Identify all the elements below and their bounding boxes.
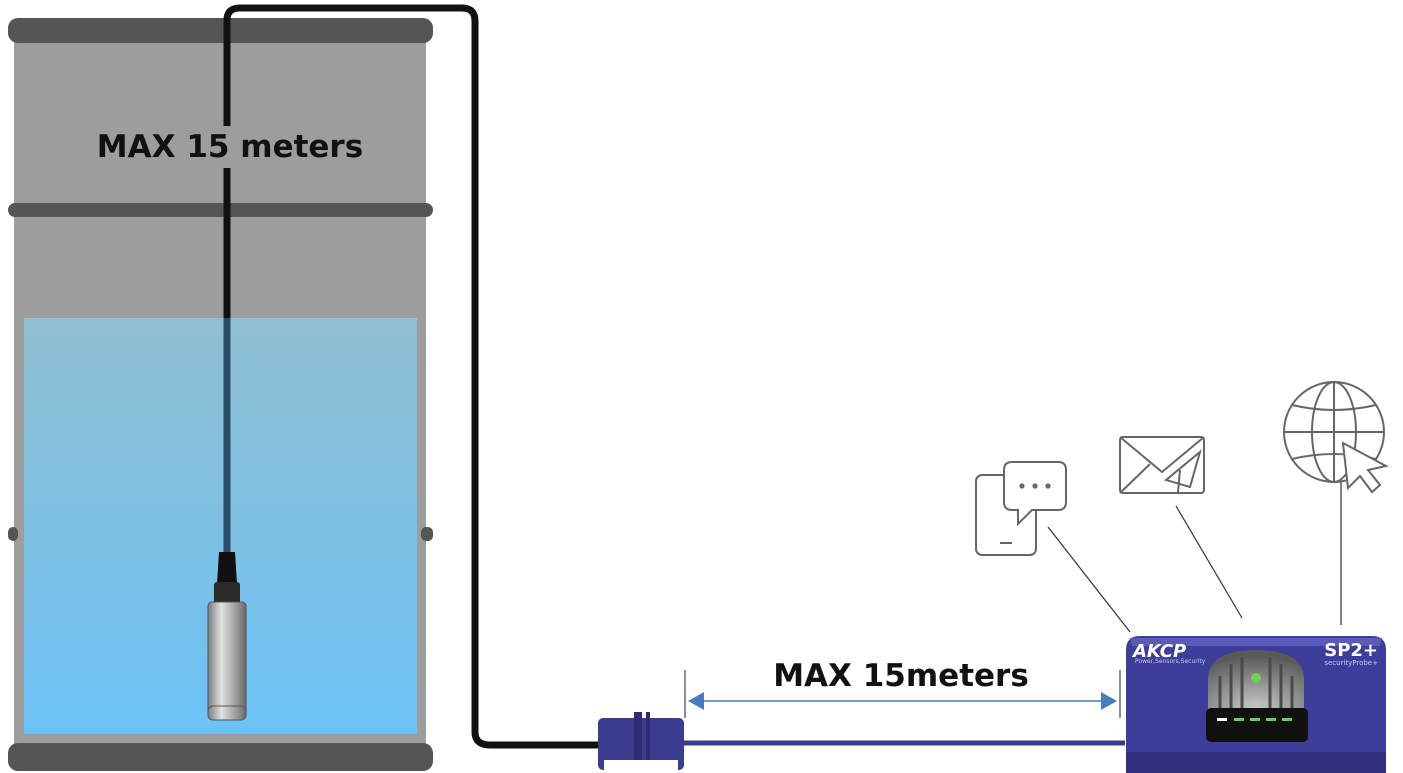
device-status-led — [1251, 673, 1261, 683]
level-probe — [207, 552, 247, 721]
tank-handle-right — [421, 527, 433, 541]
device-model: SP2+ — [1324, 640, 1378, 661]
dimension-arrowhead-right — [1101, 692, 1117, 710]
dimension-arrowhead-left — [688, 692, 704, 710]
sp2-device: AKCP Power,Sensors,Security SP2+ securit… — [1126, 636, 1386, 773]
phone-sms-icon — [975, 461, 1067, 556]
device-top-lip — [1130, 638, 1382, 646]
probe-strain-relief — [217, 552, 237, 584]
device-model-sub: securityProbe+ — [1324, 659, 1378, 667]
tank-band-upper — [8, 203, 433, 217]
device-base — [1126, 752, 1386, 773]
tank-max-label: MAX 15 meters — [97, 129, 363, 165]
tank — [8, 18, 433, 771]
sensor-cable — [223, 4, 600, 749]
cable-max-label: MAX 15meters — [773, 658, 1029, 694]
connector-ridge-2 — [646, 712, 650, 770]
device-led-3 — [1266, 718, 1276, 721]
device-led-2 — [1250, 718, 1260, 721]
web-globe-icon — [1283, 381, 1389, 494]
probe-neck — [214, 582, 240, 604]
tank-handle-left — [8, 527, 18, 541]
device-brand: AKCP — [1131, 641, 1186, 662]
cable-connector — [598, 712, 684, 773]
probe-body — [207, 601, 247, 719]
device-brand-tagline: Power,Sensors,Security — [1135, 658, 1206, 665]
probe-tip — [207, 705, 247, 721]
connector-ridge — [634, 712, 642, 770]
tank-label-backing — [223, 126, 234, 168]
email-icon — [1119, 436, 1205, 494]
length-dimension — [684, 670, 1121, 718]
connector-foot — [604, 760, 678, 773]
device-front-panel — [1206, 708, 1308, 742]
sms-link-line — [1047, 526, 1131, 633]
email-link-line — [1175, 505, 1243, 619]
sensor-cable-submerged — [223, 318, 231, 553]
device-led-4 — [1282, 718, 1292, 721]
device-vent-slats — [1218, 657, 1294, 708]
device-led-white — [1217, 718, 1227, 721]
tank-band-top — [8, 18, 433, 43]
tank-band-bottom — [8, 743, 433, 771]
device-led-1 — [1234, 718, 1244, 721]
